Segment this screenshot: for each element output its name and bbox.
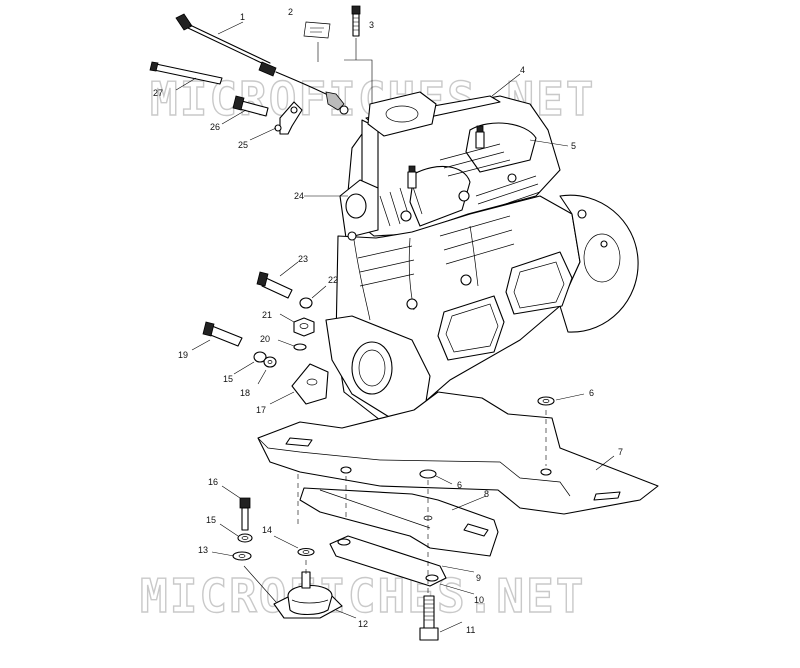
callout-7: 7 xyxy=(618,447,623,457)
callout-19: 19 xyxy=(178,350,188,360)
callout-17: 17 xyxy=(256,405,266,415)
callout-20: 20 xyxy=(260,334,270,344)
callout-12: 12 xyxy=(358,619,368,629)
callout-26: 26 xyxy=(210,122,220,132)
bolt-3 xyxy=(351,5,361,37)
bolt-11 xyxy=(419,595,439,641)
callout-22: 22 xyxy=(328,275,338,285)
callout-23: 23 xyxy=(298,254,308,264)
rubber-mount xyxy=(273,571,343,619)
callout-16: 16 xyxy=(208,477,218,487)
leader-lines xyxy=(175,21,615,633)
callout-11: 11 xyxy=(466,625,475,635)
callout-15a: 15 xyxy=(206,515,216,525)
bolt-16-set xyxy=(232,497,315,561)
callout-13: 13 xyxy=(198,545,208,555)
callout-15b: 15 xyxy=(223,374,233,384)
callout-6b: 6 xyxy=(457,480,462,490)
callout-2: 2 xyxy=(288,7,293,17)
callout-27: 27 xyxy=(153,88,163,98)
callout-4: 4 xyxy=(520,65,525,75)
callout-10: 10 xyxy=(474,595,484,605)
callout-3: 3 xyxy=(369,20,374,30)
callout-6a: 6 xyxy=(589,388,594,398)
engine-block xyxy=(325,91,639,421)
callout-9: 9 xyxy=(476,573,481,583)
engine-mount-plate xyxy=(257,391,659,515)
callout-1: 1 xyxy=(240,12,245,22)
callout-18: 18 xyxy=(240,388,250,398)
spacer-plate xyxy=(299,487,499,557)
callout-5: 5 xyxy=(571,141,576,151)
callout-21: 21 xyxy=(262,310,272,320)
throttle-cable xyxy=(175,13,349,115)
strap xyxy=(329,535,447,587)
callout-labels: 1 2 3 4 5 6 6 7 8 9 10 11 12 13 14 15 15… xyxy=(153,7,623,635)
callout-24: 24 xyxy=(294,191,304,201)
watermark-bottom: MICROFICHES.NET xyxy=(140,569,585,623)
decal-tag xyxy=(303,21,331,39)
callout-25: 25 xyxy=(238,140,248,150)
rod-part xyxy=(149,61,223,85)
left-fasteners xyxy=(202,271,329,405)
callout-14: 14 xyxy=(262,525,272,535)
bracket-bolt xyxy=(232,95,303,135)
callout-8: 8 xyxy=(484,489,489,499)
